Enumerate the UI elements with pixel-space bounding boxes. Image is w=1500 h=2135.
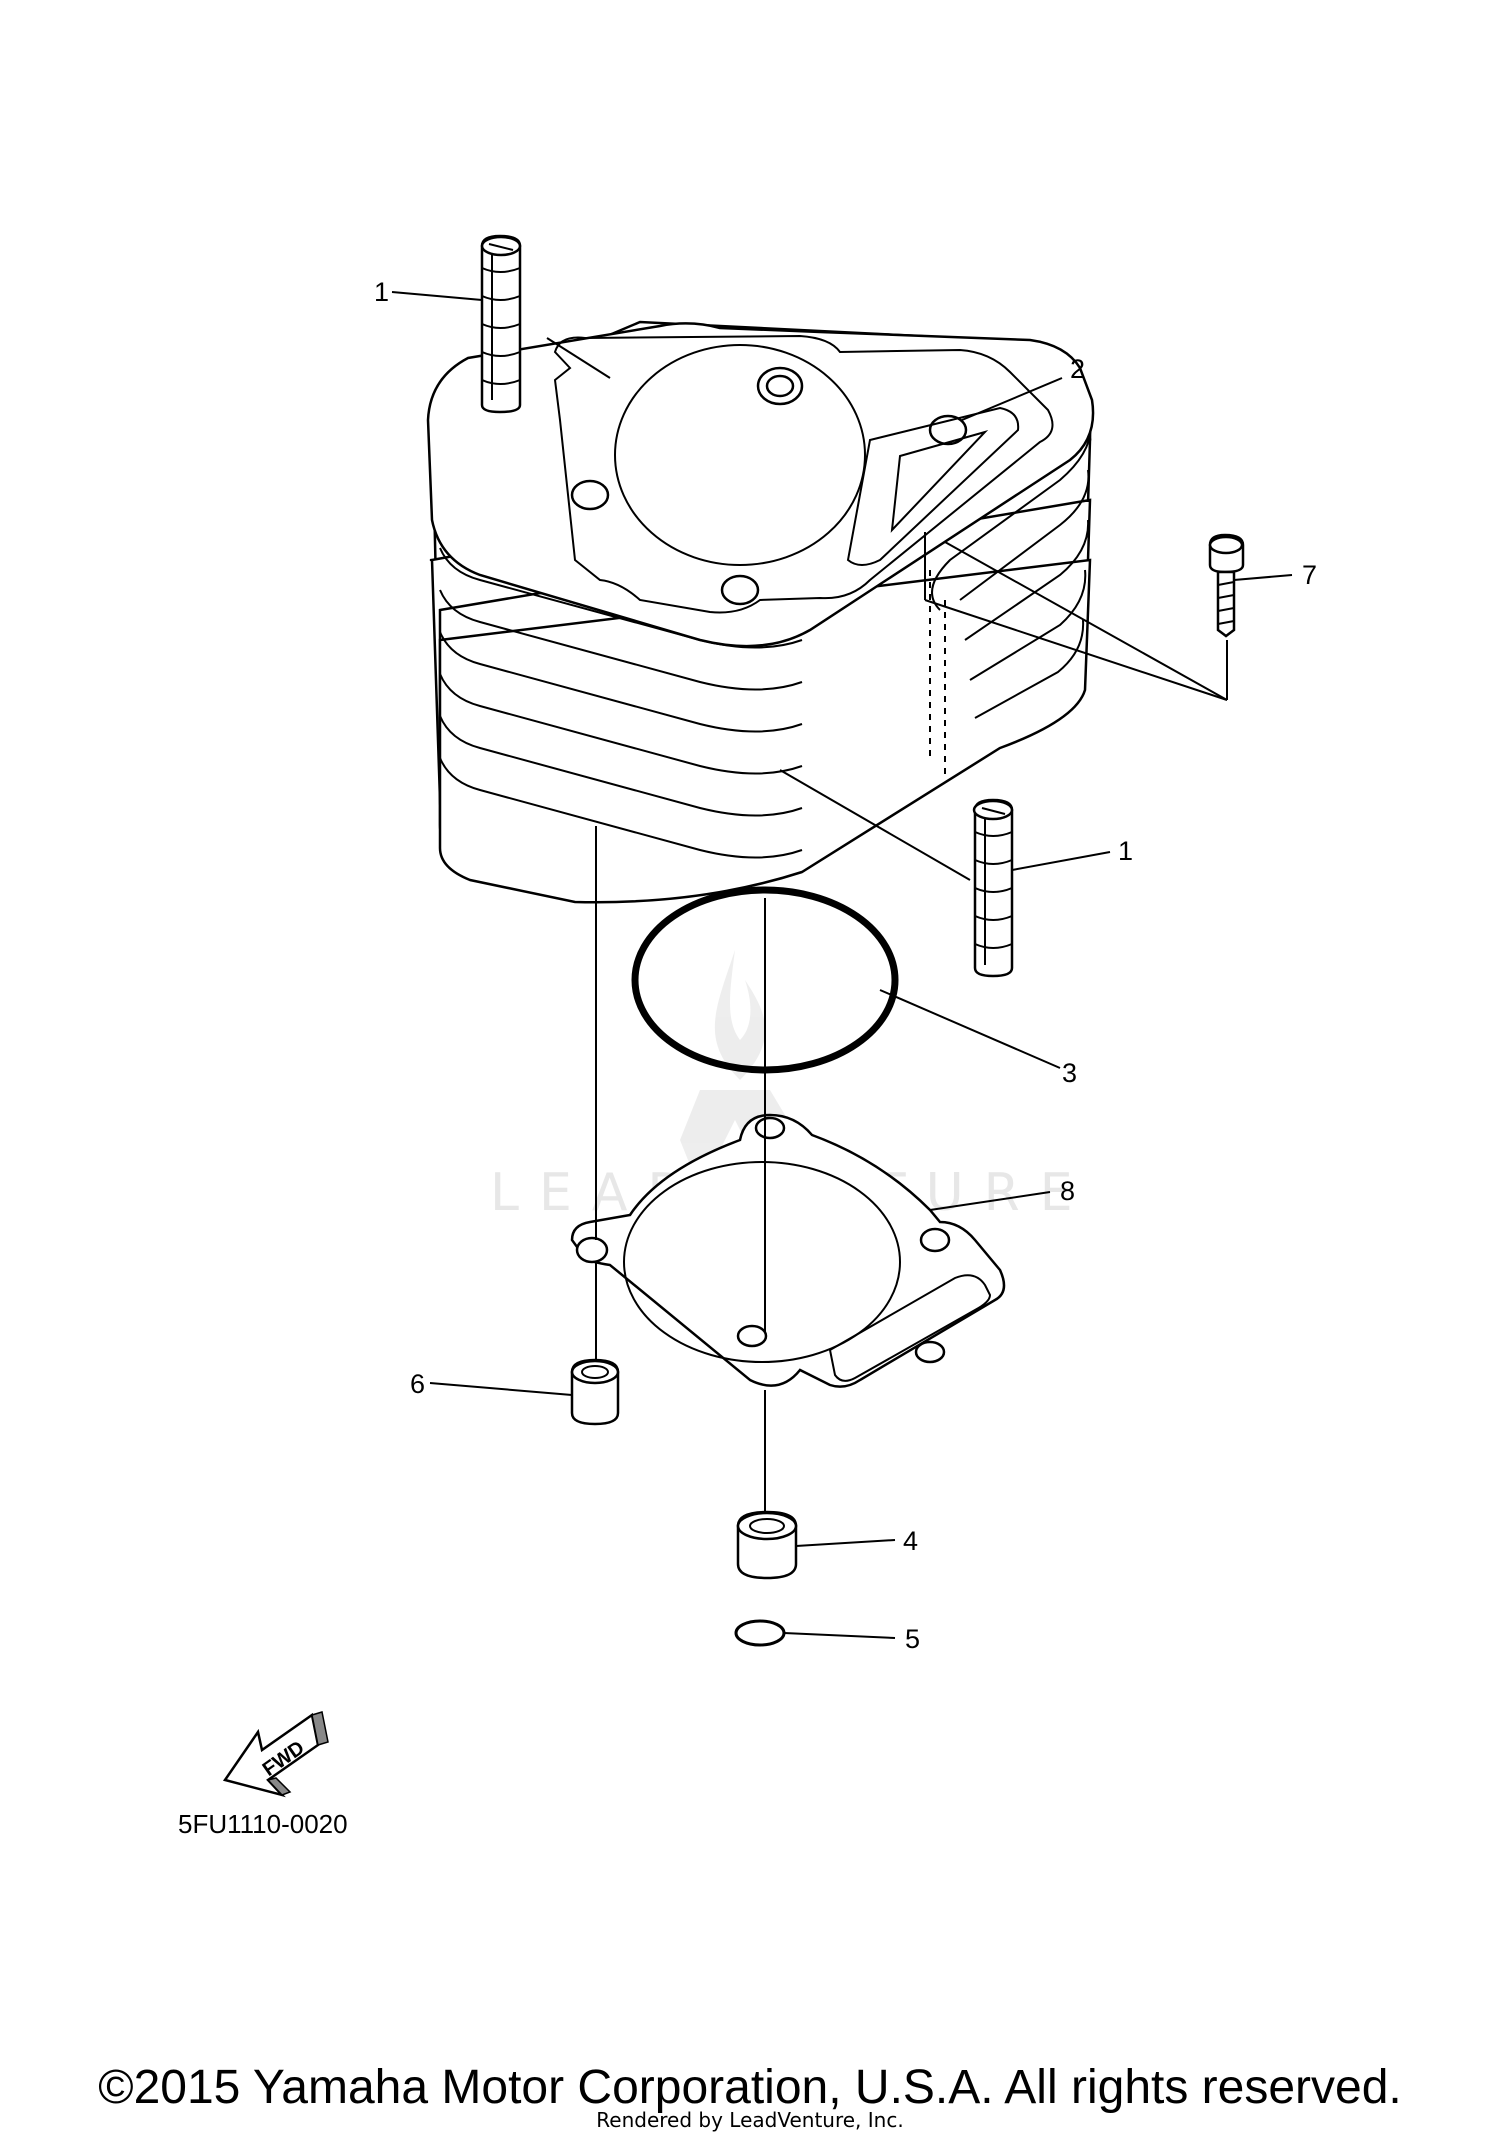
leader-lines [391,291,1293,1639]
callout-3: 3 [1062,1058,1077,1088]
callout-4: 4 [903,1526,918,1556]
small-o-ring-part [734,1619,786,1647]
rendered-by-text: Rendered by LeadVenture, Inc. [596,2108,904,2132]
dowel-pin-upper [480,234,522,414]
fwd-arrow-icon: FWD [222,1711,329,1798]
callout-1-upper: 1 [374,277,389,307]
callout-1-lower: 1 [1118,836,1133,866]
copyright-text: ©2015 Yamaha Motor Corporation, U.S.A. A… [98,2061,1402,2114]
callout-5: 5 [905,1624,920,1654]
callout-2: 2 [1070,354,1085,384]
dowel-pin-lower [972,798,1014,978]
diagram-code: 5FU1110-0020 [178,1809,348,1839]
bolt-part [1208,533,1245,638]
callout-6: 6 [410,1369,425,1399]
callout-7: 7 [1302,560,1317,590]
collar-part [736,1510,798,1580]
dowel-part [570,1358,620,1426]
alignment-lines [546,337,1228,1512]
callout-8: 8 [1060,1176,1075,1206]
base-gasket-part [570,1113,1006,1388]
